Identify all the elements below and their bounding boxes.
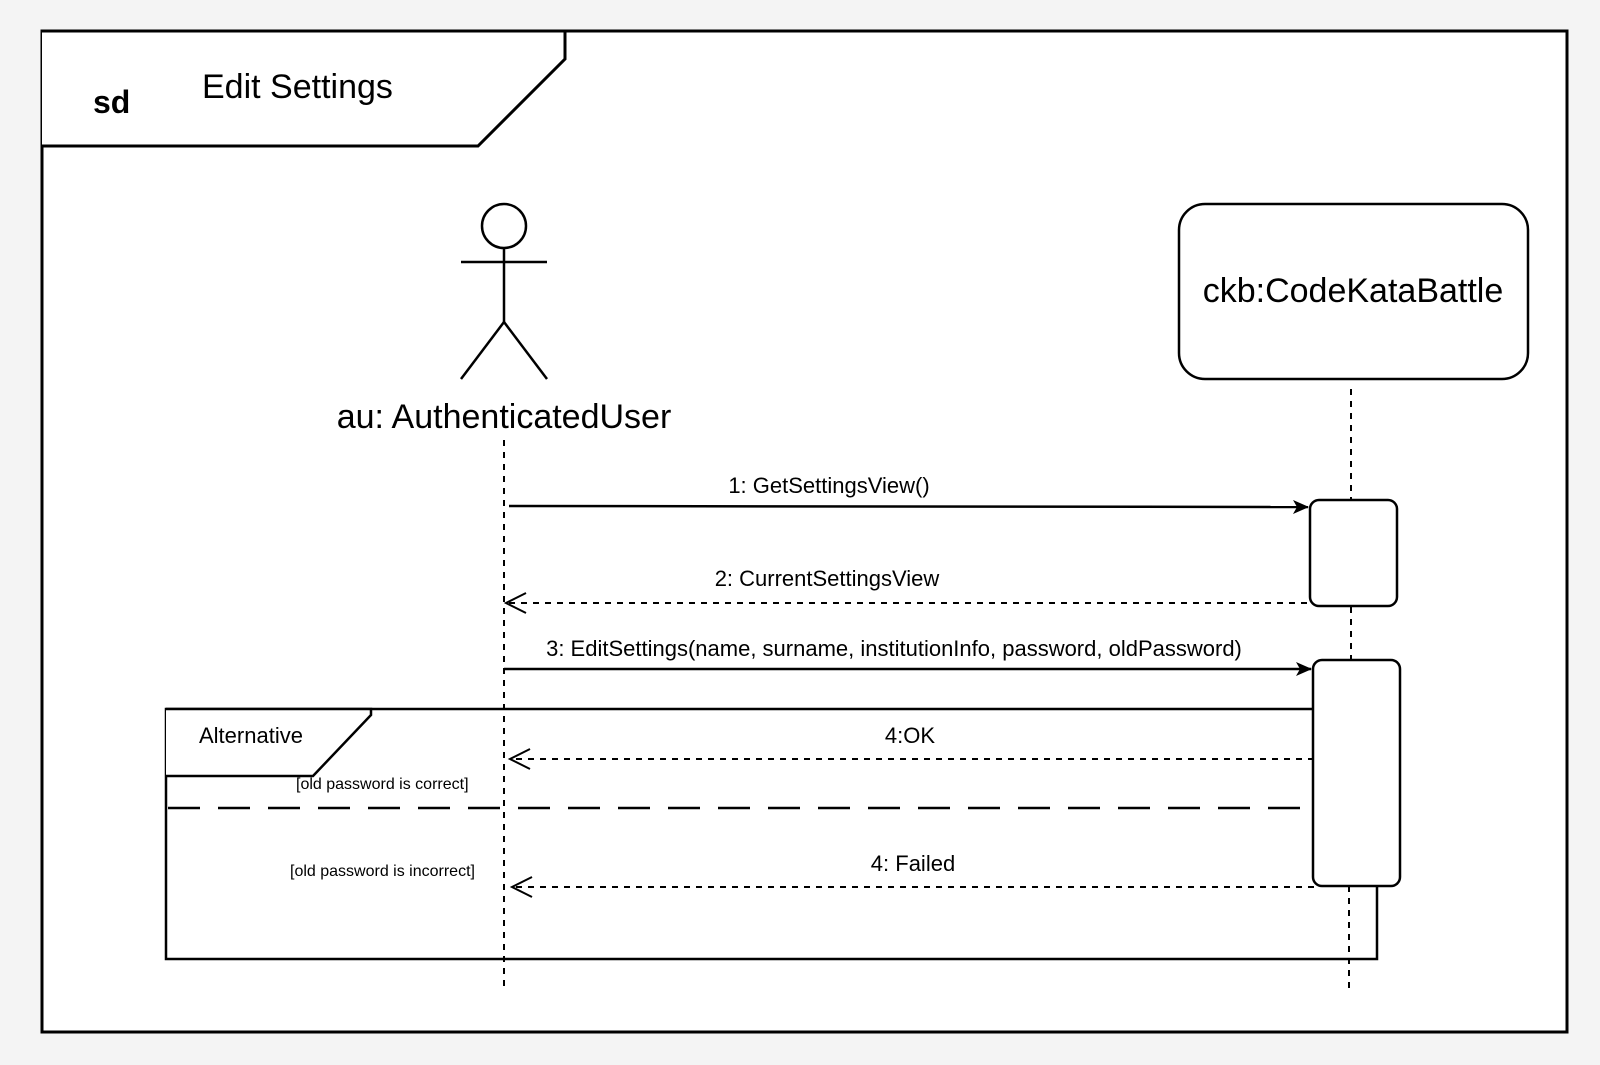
- message-4-ok-label: 4:OK: [885, 723, 935, 748]
- frame-label-box: [42, 29, 567, 148]
- guard-incorrect: [old password is incorrect]: [290, 863, 475, 880]
- message-2-label: 2: CurrentSettingsView: [715, 566, 940, 591]
- message-4-failed-arrowhead: [509, 876, 533, 898]
- message-3-label: 3: EditSettings(name, surname, instituti…: [546, 636, 1242, 661]
- activation-bar-2: [1311, 658, 1402, 888]
- frame-title: Edit Settings: [202, 68, 393, 106]
- message-4-ok-arrowhead: [507, 748, 531, 770]
- fragment-operator: Alternative: [199, 723, 303, 748]
- message-2-arrowhead: [503, 592, 527, 614]
- message-4-failed-label: 4: Failed: [871, 851, 955, 876]
- actor-label: au: AuthenticatedUser: [337, 398, 672, 436]
- alt-fragment: Alternative [old password is correct] [o…: [164, 707, 1379, 961]
- message-1-arrow: [508, 499, 1309, 514]
- guard-correct: [old password is correct]: [296, 776, 469, 793]
- object-label: ckb:CodeKataBattle: [1203, 272, 1504, 310]
- actor-icon: [460, 202, 548, 380]
- object-box: [1177, 202, 1530, 381]
- message-1-label: 1: GetSettingsView(): [728, 473, 929, 498]
- fragment-label-box: [166, 707, 373, 778]
- activation-bar-1: [1308, 498, 1399, 608]
- frame-keyword: sd: [93, 84, 130, 120]
